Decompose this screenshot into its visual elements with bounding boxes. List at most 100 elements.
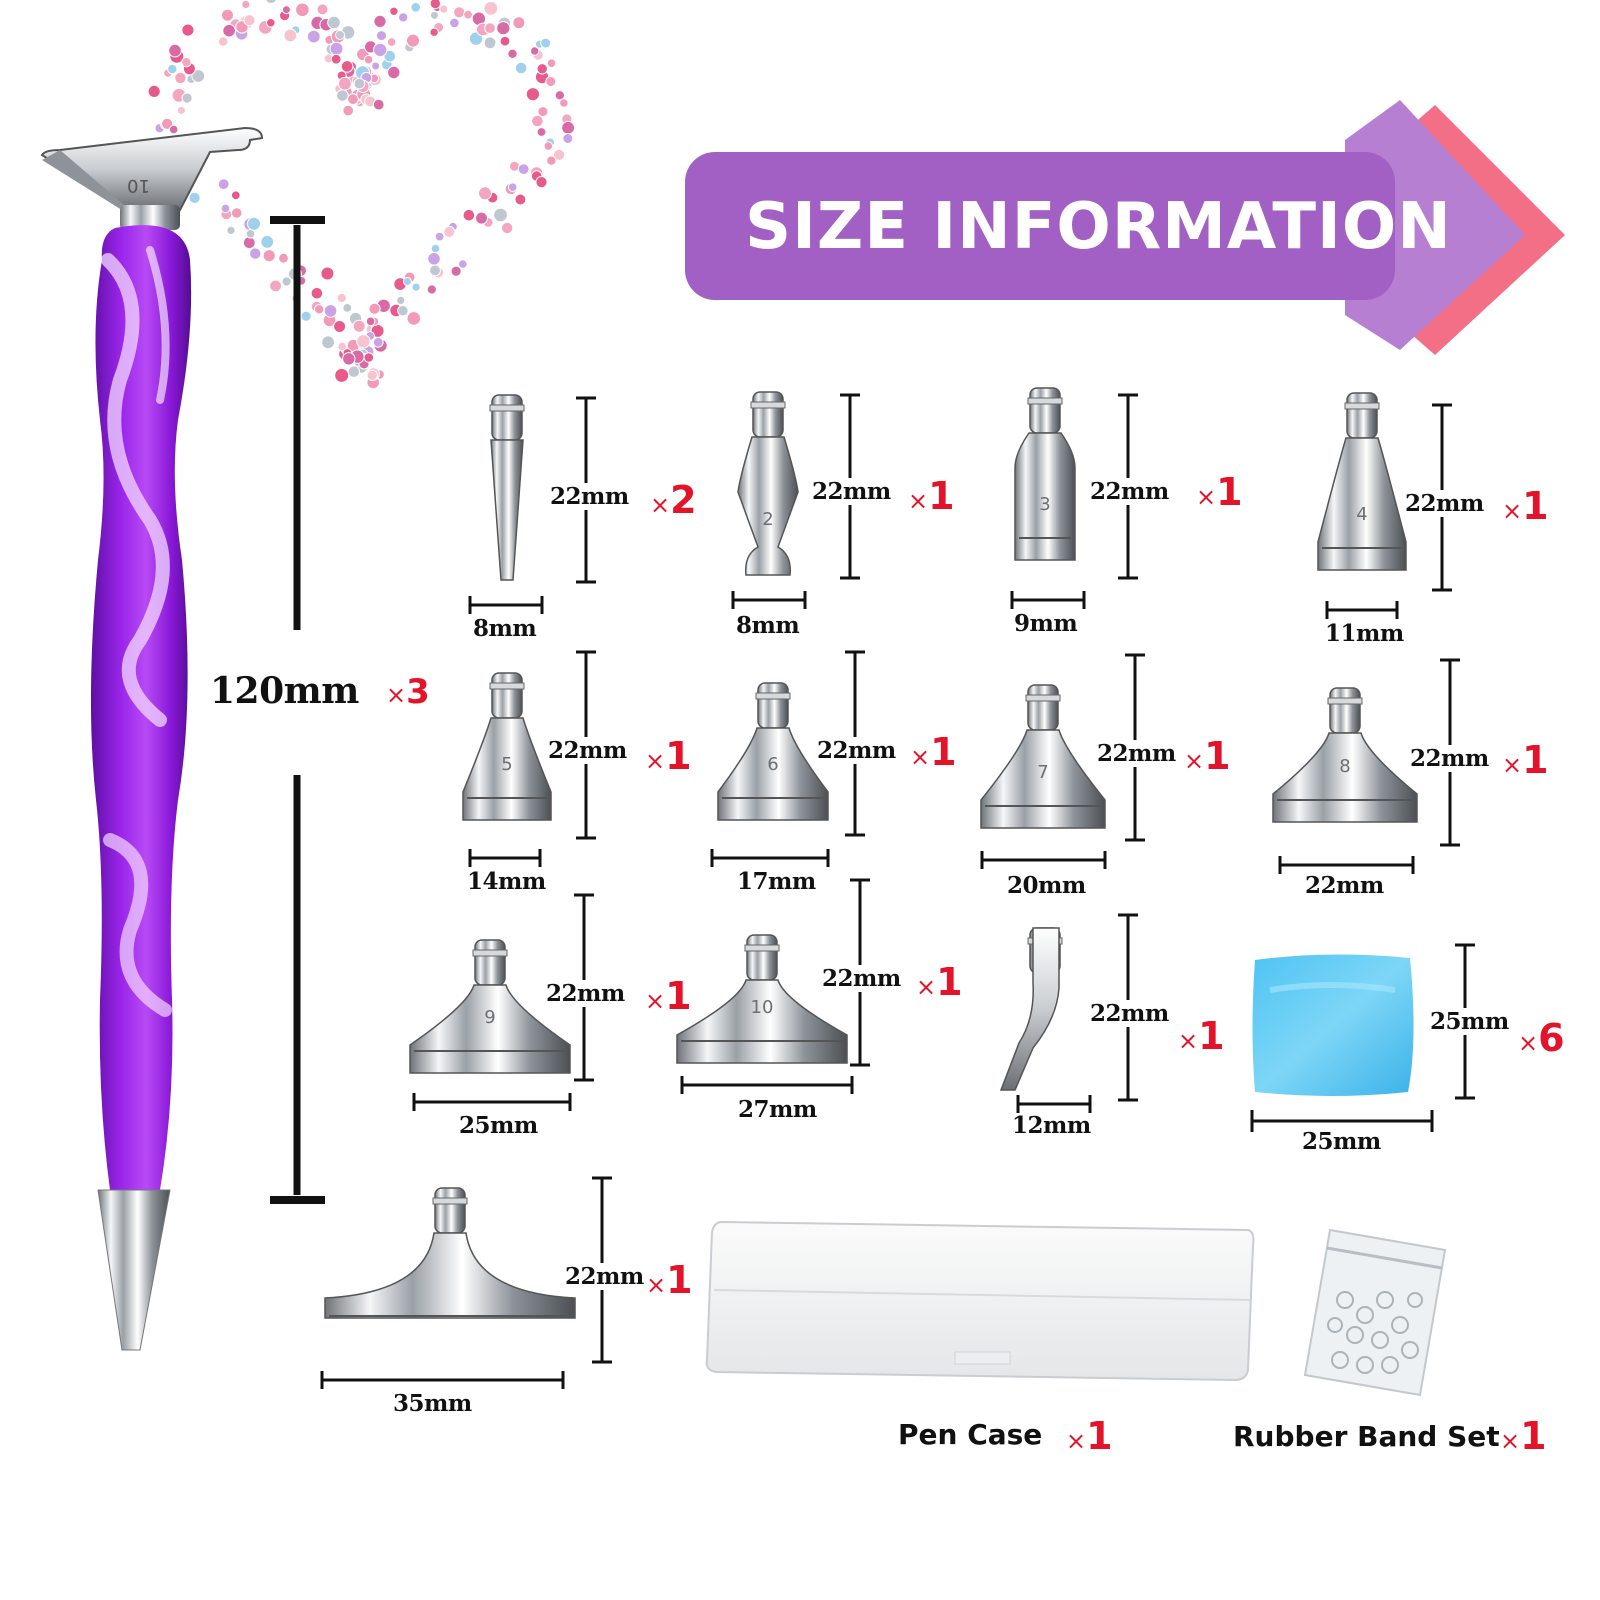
rhinestone (316, 3, 329, 16)
pen-tip-4-icon: 4 (1317, 392, 1407, 571)
pen-case-quantity: ×1 (1066, 1414, 1113, 1458)
rhinestone (295, 2, 310, 18)
tip-width-label: 20mm (1007, 872, 1086, 899)
rhinestone (397, 305, 409, 317)
rhinestone (230, 190, 241, 201)
rhinestone (530, 46, 540, 56)
rhinestone (430, 10, 439, 20)
rhinestone (373, 42, 388, 58)
rhinestone (453, 6, 466, 19)
rubber-band-bag-icon (1303, 1228, 1447, 1397)
rhinestone (443, 225, 456, 238)
rhinestone (543, 141, 554, 151)
tip-1-width-dimension (468, 596, 544, 614)
tip-8-width-dimension (1278, 856, 1415, 874)
rhinestone (310, 287, 324, 300)
tip-engraving-number: 9 (484, 1007, 495, 1028)
rhinestone (561, 120, 575, 135)
wax-height-dimension (1455, 943, 1475, 1100)
tip-quantity: ×1 (1502, 738, 1549, 782)
rhinestone (368, 302, 381, 315)
tip-width-label: 14mm (467, 868, 546, 895)
rhinestone (483, 0, 499, 16)
rhinestone (220, 203, 231, 214)
rhinestone (221, 8, 234, 22)
rhinestone (327, 15, 341, 30)
rhinestone (559, 98, 569, 108)
rhinestone (222, 23, 236, 38)
rhinestone (535, 176, 548, 189)
tip-width-label: 8mm (473, 615, 537, 642)
rhinestone (484, 22, 496, 35)
tip-quantity: ×1 (1178, 1014, 1225, 1058)
tip-height-label: 22mm (1410, 745, 1489, 772)
rhinestone (245, 229, 256, 239)
rhinestone (168, 43, 182, 58)
rhinestone (260, 235, 275, 249)
rhinestone (314, 304, 325, 315)
tip-height-label: 22mm (822, 965, 901, 992)
tip-width-label: 9mm (1014, 610, 1078, 637)
tip-9-width-dimension (412, 1093, 572, 1111)
rhinestone (366, 369, 378, 381)
rhinestone (376, 30, 387, 42)
rhinestone (323, 304, 338, 318)
pen-tip-2-icon: 2 (737, 391, 799, 576)
rhinestone (387, 65, 401, 80)
rhinestone (517, 163, 530, 176)
rhinestone (507, 182, 518, 192)
rhinestone (300, 310, 312, 322)
rhinestone (281, 5, 291, 15)
pen-tip-engraving: 10 (127, 175, 150, 196)
rhinestone (329, 41, 344, 56)
rhinestone (342, 352, 356, 366)
rhinestone (426, 284, 437, 295)
rhinestone (174, 71, 187, 85)
rhinestone (554, 90, 565, 101)
pen-tip-1-icon (489, 394, 525, 581)
rhinestone (333, 320, 347, 333)
rhinestone (168, 124, 179, 135)
pen-tip-6-icon: 6 (717, 682, 829, 821)
tip-width-label: 27mm (738, 1096, 817, 1123)
rhinestone (269, 279, 283, 293)
title-banner (685, 100, 1565, 355)
rhinestone (356, 334, 371, 349)
tip-quantity: ×2 (650, 478, 697, 522)
rhinestone (363, 54, 374, 65)
rhinestone-heart-icon (147, 0, 575, 390)
rhinestone (336, 292, 347, 304)
rhinestone (278, 252, 289, 264)
rhinestone (167, 63, 178, 75)
rhinestone (241, 0, 251, 10)
rhinestone (338, 76, 352, 91)
rhinestone (181, 92, 193, 104)
rhinestone (406, 33, 420, 48)
rhinestone (352, 319, 366, 333)
rhinestone (545, 76, 557, 87)
rhinestone (321, 335, 336, 350)
rhinestone (427, 251, 441, 266)
rhinestone (336, 89, 349, 102)
rhinestone (181, 57, 192, 68)
pen-tip-5-icon: 5 (462, 672, 552, 821)
rhinestone (536, 63, 548, 75)
pen-tip-10-icon: 10 (676, 934, 848, 1064)
pen-case-icon (705, 1220, 1255, 1382)
tip-engraving-number: 8 (1339, 756, 1350, 777)
wax-width-label: 25mm (1302, 1128, 1381, 1155)
rhinestone (429, 0, 441, 10)
rhinestone (439, 4, 449, 14)
pen-tip-9-icon: 9 (409, 939, 571, 1074)
rhinestone (546, 155, 557, 166)
pen-quantity: ×3 (386, 672, 430, 712)
tip-height-label: 22mm (546, 980, 625, 1007)
diamond-painting-pen-icon: 10 (40, 126, 264, 1351)
tip-quantity: ×1 (646, 1258, 693, 1302)
tip-height-label: 22mm (812, 478, 891, 505)
tip-quantity: ×1 (1502, 484, 1549, 528)
tip-width-label: 22mm (1305, 872, 1384, 899)
rhinestone (335, 30, 345, 40)
rhinestone (496, 21, 511, 36)
tip-width-label: 11mm (1325, 620, 1404, 647)
